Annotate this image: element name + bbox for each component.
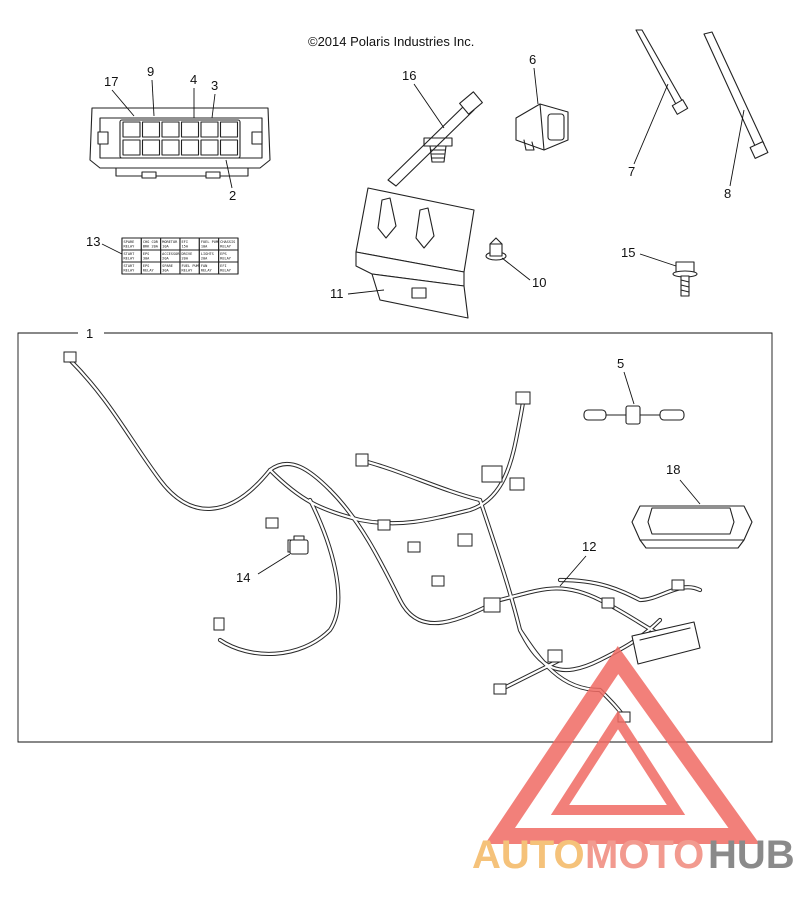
- cable-tie-short: [635, 29, 689, 115]
- callout-15: 15: [621, 245, 635, 260]
- callout-13: 13: [86, 234, 100, 249]
- label-cell-text: RELAY: [220, 257, 232, 261]
- label-cell-text: CHG COR: [143, 240, 159, 244]
- label-cell-text: FUEL PUMP: [201, 240, 220, 244]
- callout-4: 4: [190, 72, 197, 87]
- label-cell-text: EFI: [220, 264, 227, 268]
- callout-9: 9: [147, 64, 154, 79]
- mounting-bracket: [355, 187, 475, 319]
- fuse-box-cover: [631, 505, 753, 549]
- label-cell-text: RELAY: [143, 269, 155, 273]
- label-cell-text: MORETOR: [162, 240, 178, 244]
- callout-11: 11: [330, 286, 344, 301]
- label-cell-text: EPS: [143, 264, 150, 268]
- label-cell-text: SPARE: [162, 264, 173, 268]
- label-cell-text: START: [124, 252, 136, 256]
- label-cell-text: LIGHTS: [201, 252, 214, 256]
- label-cell-text: EFI: [182, 240, 189, 244]
- inline-fuse-holder: [583, 405, 685, 425]
- label-cell-text: START: [124, 264, 136, 268]
- fuse-slot: [200, 121, 219, 138]
- label-cell-text: RELAY: [124, 257, 136, 261]
- label-cell-text: EPS: [143, 252, 150, 256]
- label-cell: [218, 261, 239, 275]
- label-cell-text: CHASSIS: [220, 240, 235, 244]
- fuse-slot: [141, 139, 161, 156]
- label-cell-text: 20A: [162, 257, 169, 261]
- harness-kit-frame: [17, 332, 773, 743]
- label-cell-text: DRIVE: [182, 252, 193, 256]
- label-cell-text: 10A: [201, 245, 208, 249]
- label-cell-text: 20A: [182, 257, 189, 261]
- fuse-slot: [180, 121, 200, 138]
- fuse-slot: [200, 139, 219, 156]
- watermark-hub: HUB: [708, 833, 795, 877]
- label-cell-text: BRK 20A: [143, 245, 159, 249]
- label-cell-text: 20A: [201, 257, 208, 261]
- callout-14: 14: [236, 570, 250, 585]
- callout-18: 18: [666, 462, 680, 477]
- label-cell-text: 30A: [143, 257, 150, 261]
- cable-tie-long: [703, 31, 769, 159]
- callout-5: 5: [617, 356, 624, 371]
- fuse-slot: [219, 139, 239, 156]
- label-cell-text: 10A: [162, 245, 169, 249]
- label-cell-text: RELAY: [124, 245, 136, 249]
- label-cell-text: FUEL PUMP: [182, 264, 201, 268]
- fuse-slot: [122, 139, 141, 156]
- callout-6: 6: [529, 52, 536, 67]
- copyright-text: ©2014 Polaris Industries Inc.: [308, 34, 474, 49]
- label-cell-text: SPARE: [124, 240, 135, 244]
- automotohub-watermark-logo: [485, 645, 760, 844]
- label-cell-text: EPS: [220, 252, 227, 256]
- callout-3: 3: [211, 78, 218, 93]
- callout-16: 16: [402, 68, 416, 83]
- callout-8: 8: [724, 186, 731, 201]
- harness-connector: [289, 535, 309, 555]
- fuse-box: [89, 107, 271, 179]
- fuse-slot: [180, 139, 200, 156]
- fuse-slot: [141, 121, 161, 138]
- label-cell-text: FAN: [201, 264, 208, 268]
- label-cell-text: RELAY: [124, 269, 136, 273]
- callout-7: 7: [628, 164, 635, 179]
- callout-17: 17: [104, 74, 118, 89]
- connector-clip: [515, 103, 569, 151]
- label-cell-text: ACCESSORY: [162, 252, 182, 256]
- watermark-auto: AUTO: [472, 833, 585, 877]
- push-mount-cable-tie: [387, 91, 483, 187]
- label-cell-text: 30A: [162, 269, 169, 273]
- label-cell-text: RELAY: [220, 245, 232, 249]
- fuse-slot: [161, 121, 180, 138]
- callout-2: 2: [229, 188, 236, 203]
- fuse-slot: [122, 121, 141, 138]
- label-cell-text: RELAY: [182, 269, 194, 273]
- label-cell-text: RELAY: [220, 269, 232, 273]
- callout-1: 1: [86, 326, 93, 341]
- bolt: [672, 261, 698, 297]
- watermark-moto: MOTO: [585, 833, 704, 877]
- callout-10: 10: [532, 275, 546, 290]
- label-cell-text: RELAY: [201, 269, 213, 273]
- fuse-slot: [219, 121, 239, 138]
- label-cell-text: 15A: [182, 245, 189, 249]
- callout-12: 12: [582, 539, 596, 554]
- push-rivet: [485, 237, 507, 261]
- fuse-slot: [161, 139, 180, 156]
